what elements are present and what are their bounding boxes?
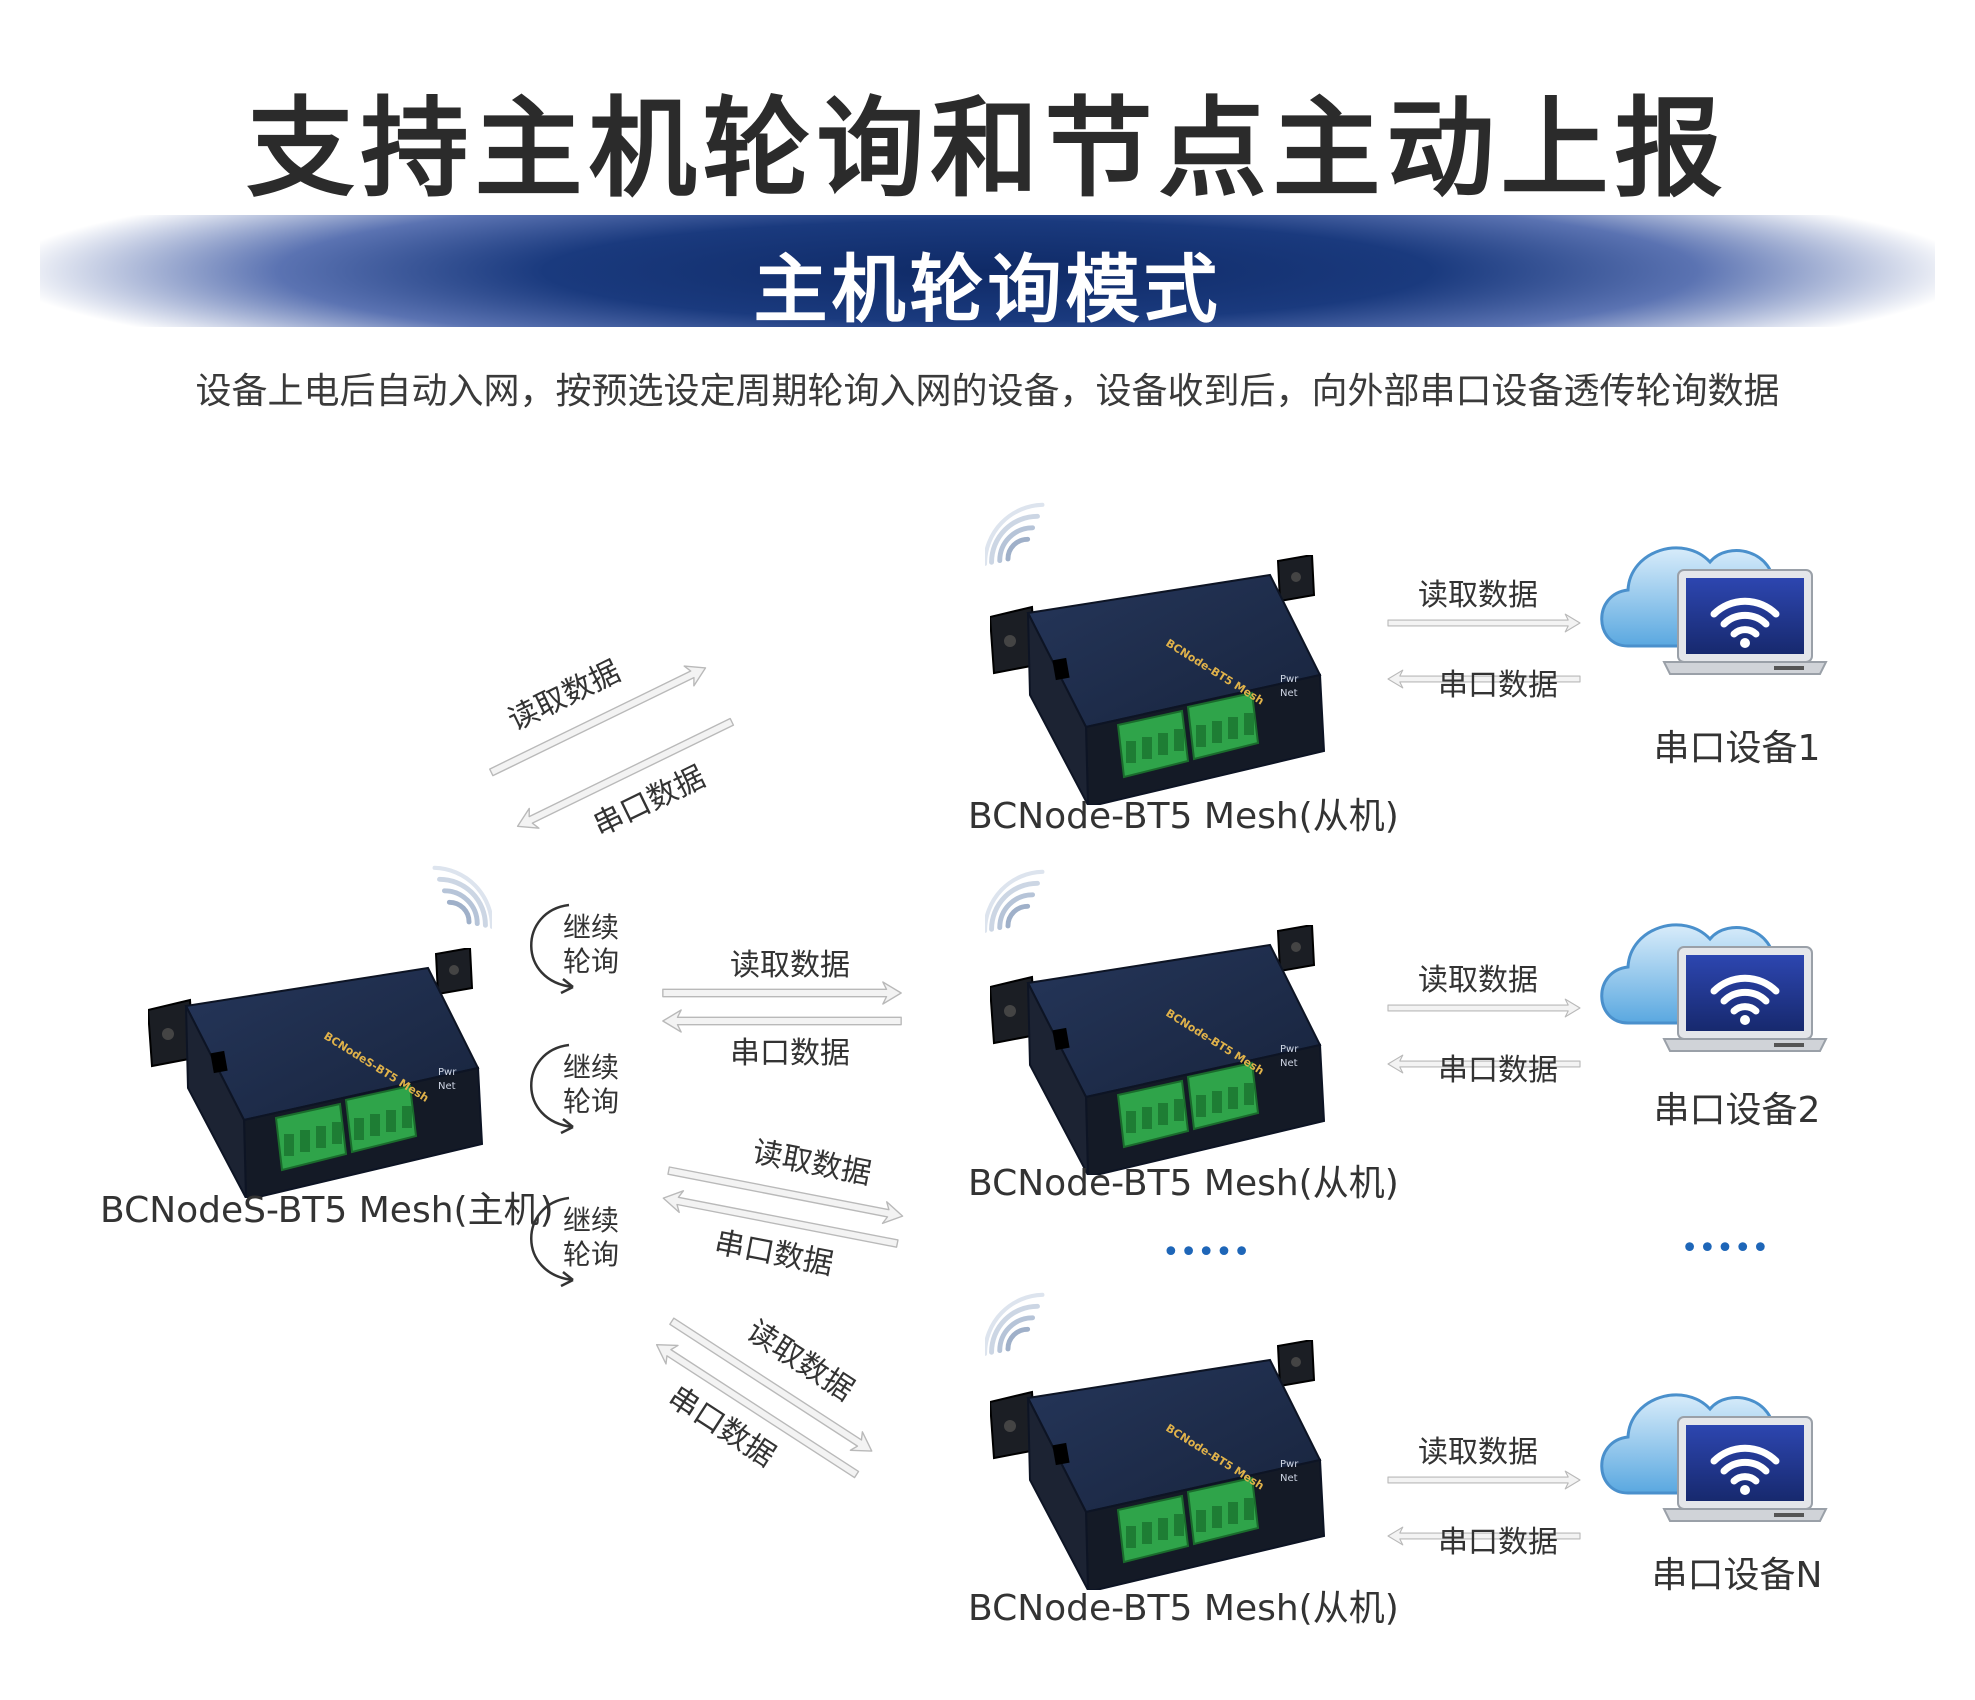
device-led-label: Pwr: [438, 1067, 457, 1078]
wireless-signal-icon: [435, 868, 492, 927]
device-led-label: Pwr: [1280, 1459, 1299, 1470]
slave-serial-link-2: 读取数据 串口数据: [1387, 963, 1581, 1088]
wireless-signal-icon: [985, 872, 1042, 931]
slave-caption-1: BCNode-BT5 Mesh(从机): [968, 796, 1399, 837]
serial-device-caption-1: 串口设备1: [1654, 728, 1821, 769]
loop-label-line2: 轮询: [563, 1238, 619, 1271]
ellipsis-dots: •••••: [1681, 1231, 1769, 1266]
wireless-signal-icon: [985, 505, 1042, 564]
arrow-right: [1387, 613, 1581, 633]
master-slave-link-2: 读取数据 串口数据: [661, 948, 903, 1071]
arrow-label-read: 读取数据: [1418, 578, 1538, 613]
device-image: [990, 925, 1325, 1175]
device-led-label: Net: [438, 1081, 456, 1092]
slave-serial-link-3: 读取数据 串口数据: [1387, 1435, 1581, 1560]
continue-polling-loop-2: 继续 轮询: [530, 1043, 619, 1135]
arrow-label-read: 读取数据: [503, 654, 626, 738]
arrow-label-read: 读取数据: [1418, 963, 1538, 998]
loop-arrow-icon: [530, 903, 574, 989]
device-led-label: Net: [1280, 688, 1298, 699]
arrow-label-serial: 串口数据: [1438, 668, 1558, 703]
device-led-label: Pwr: [1280, 674, 1299, 685]
arrow-label-read: 读取数据: [730, 948, 850, 983]
loop-label-line1: 继续: [563, 911, 619, 944]
ellipsis-dots: •••••: [1162, 1235, 1250, 1270]
master-slave-link-3: 读取数据 串口数据: [660, 1135, 906, 1282]
arrow-label-read: 读取数据: [750, 1135, 874, 1192]
master-device: BCNodeS-BT5 Mesh Pwr Net: [148, 948, 483, 1198]
slave-caption-3: BCNode-BT5 Mesh(从机): [968, 1588, 1399, 1629]
loop-label-line1: 继续: [563, 1051, 619, 1084]
section-banner: [40, 215, 1935, 327]
loop-arrow-icon: [530, 1196, 574, 1282]
arrow-left: [661, 1009, 903, 1033]
continue-polling-loop-1: 继续 轮询: [530, 903, 619, 995]
arrow-label-read: 读取数据: [740, 1314, 860, 1409]
arrow-label-serial: 串口数据: [662, 1379, 782, 1474]
device-led-label: Net: [1280, 1473, 1298, 1484]
master-slave-link-1: 读取数据 串口数据: [485, 654, 738, 844]
loop-arrow-icon: [530, 1043, 574, 1129]
serial-device-caption-3: 串口设备N: [1652, 1555, 1823, 1596]
arrow-right: [1387, 998, 1581, 1018]
description-text: 设备上电后自动入网，按预选设定周期轮询入网的设备，设备收到后，向外部串口设备透传…: [195, 371, 1780, 412]
slave-device-1: BCNode-BT5 Mesh Pwr Net: [990, 555, 1325, 805]
slave-device-3: BCNode-BT5 Mesh Pwr Net: [990, 1340, 1325, 1590]
device-image: [990, 1340, 1325, 1590]
arrow-right: [1387, 1470, 1581, 1490]
device-led-label: Pwr: [1280, 1044, 1299, 1055]
loop-label-line1: 继续: [563, 1204, 619, 1237]
arrow-right: [661, 981, 903, 1005]
page-title: 支持主机轮询和节点主动上报: [246, 87, 1729, 212]
serial-device-caption-2: 串口设备2: [1654, 1090, 1821, 1131]
loop-label-line2: 轮询: [563, 945, 619, 978]
arrow-label-serial: 串口数据: [588, 760, 711, 844]
banner-title: 主机轮询模式: [753, 247, 1222, 333]
arrow-label-serial: 串口数据: [1438, 1053, 1558, 1088]
slave-caption-2: BCNode-BT5 Mesh(从机): [968, 1163, 1399, 1204]
device-image: [990, 555, 1325, 805]
serial-device-1-icon: [1602, 548, 1826, 674]
master-slave-link-4: 读取数据 串口数据: [649, 1311, 879, 1485]
loop-label-line2: 轮询: [563, 1085, 619, 1118]
serial-device-3-icon: [1602, 1395, 1826, 1521]
arrow-label-read: 读取数据: [1418, 1435, 1538, 1470]
arrow-label-serial: 串口数据: [1438, 1525, 1558, 1560]
slave-serial-link-1: 读取数据 串口数据: [1387, 578, 1581, 703]
arrow-label-serial: 串口数据: [712, 1225, 836, 1282]
continue-polling-loop-3: 继续 轮询: [530, 1196, 619, 1288]
device-image: [148, 948, 483, 1198]
wireless-signal-icon: [985, 1295, 1042, 1354]
device-led-label: Net: [1280, 1058, 1298, 1069]
serial-device-2-icon: [1602, 925, 1826, 1051]
master-caption: BCNodeS-BT5 Mesh(主机): [100, 1190, 554, 1231]
slave-device-2: BCNode-BT5 Mesh Pwr Net: [990, 925, 1325, 1175]
arrow-label-serial: 串口数据: [730, 1036, 850, 1071]
